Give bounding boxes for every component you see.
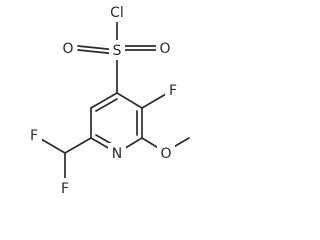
- mask-s: [109, 40, 125, 60]
- mask-f-top: [26, 125, 42, 145]
- mask-o-left: [59, 38, 77, 58]
- atom-chlorine: Cl: [110, 5, 124, 21]
- mask-o-methoxy: [157, 143, 175, 163]
- atom-fluorine-top: F: [30, 128, 38, 144]
- atom-fluorine-ring: F: [169, 83, 177, 99]
- mask-cl: [104, 2, 130, 22]
- atom-oxygen-left: O: [62, 41, 73, 57]
- atom-nitrogen: N: [112, 146, 122, 162]
- bond-chf2-f-top: [40, 138, 66, 154]
- bond-c5-c4: [90, 92, 118, 109]
- structure-diagram: Cl S O O F N O F F: [26, 2, 190, 198]
- label-backgrounds: [26, 2, 181, 198]
- mask-f-ring: [165, 80, 181, 100]
- atom-fluorine-bottom: F: [61, 181, 69, 197]
- bond-c5-c4-inner: [95, 98, 118, 112]
- bond-c3-f: [141, 93, 167, 109]
- mask-o-right: [156, 38, 174, 58]
- mask-n: [108, 143, 126, 163]
- atom-oxygen-right: O: [159, 41, 170, 57]
- atom-oxygen-methoxy: O: [160, 146, 171, 162]
- mask-f-bottom: [57, 178, 73, 198]
- bond-c4-c3: [116, 92, 143, 109]
- atom-sulfur: S: [113, 43, 122, 59]
- atom-labels: Cl S O O F N O F F: [30, 5, 177, 197]
- bond-c6-chf2: [64, 137, 92, 154]
